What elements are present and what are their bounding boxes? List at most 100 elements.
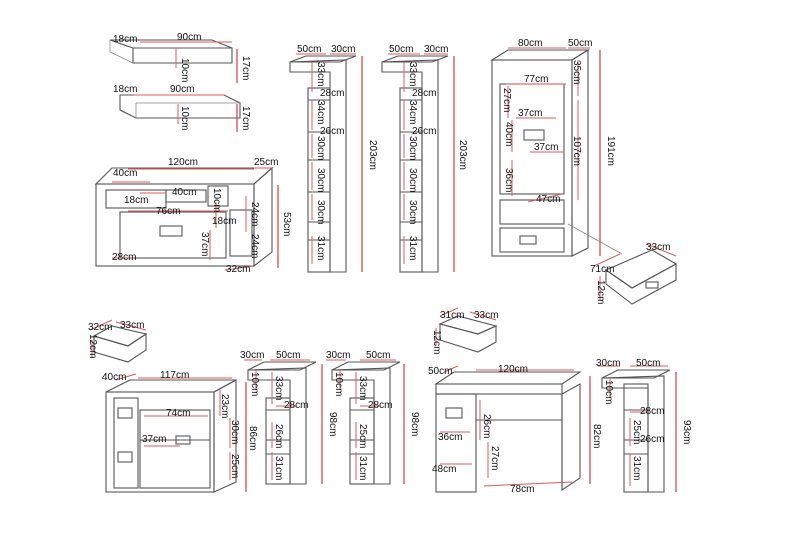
wardrobe-hang-label: 107cm	[571, 136, 582, 166]
lsb-s1-label: 10cm	[333, 372, 344, 396]
corner-shelf: 30cm 50cm 10cm 28cm 25cm 26cm 31cm 93cm	[596, 358, 692, 493]
tsa-s8-label: 31cm	[315, 236, 326, 260]
sideboard-inner-w-label: 74cm	[166, 408, 190, 419]
tv-inner-right-label: 18cm	[212, 216, 236, 227]
tv-drawer-height-label: 37cm	[199, 232, 210, 256]
desk-depth-label: 50cm	[428, 366, 452, 377]
shelf-bottom-side-label: 17cm	[240, 106, 251, 130]
wardrobe-drawer-w-label: 47cm	[536, 194, 560, 205]
tsb-s6-label: 30cm	[407, 168, 418, 192]
desk-drawer-h-label: 26cm	[481, 414, 492, 438]
sdrawer-width-label: 33cm	[120, 320, 144, 331]
lsa-s5-label: 31cm	[273, 456, 284, 480]
wardrobe-total-label: 191cm	[605, 136, 616, 166]
tsa-s1-label: 33cm	[315, 62, 326, 86]
desk-leg-h-label: 27cm	[489, 446, 500, 470]
tv-overall-height-label: 53cm	[281, 212, 292, 236]
lsa-s3-label: 28cm	[284, 400, 308, 411]
sideboard-top-gap-label: 23cm	[219, 394, 230, 418]
corner-s3b-label: 26cm	[640, 434, 664, 445]
tsa-s2-label: 28cm	[320, 88, 344, 99]
tsb-top-w-label: 50cm	[389, 44, 413, 55]
wardrobe-lower-label: 36cm	[503, 168, 514, 192]
tsb-s1-label: 33cm	[407, 62, 418, 86]
tsb-s4-label: 26cm	[412, 126, 436, 137]
lsb-top-d-label: 30cm	[326, 350, 350, 361]
tsa-top-d-label: 30cm	[331, 44, 355, 55]
corner-top-d-label: 30cm	[596, 358, 620, 369]
tv-mid-left-label: 40cm	[172, 187, 196, 198]
desk-bottom-w-label: 78cm	[510, 484, 534, 495]
sdrawer-depth-label: 32cm	[88, 322, 112, 333]
lsb-s2-label: 33cm	[357, 376, 368, 400]
tsb-s3-label: 34cm	[407, 100, 418, 124]
tsa-s4-label: 26cm	[320, 126, 344, 137]
sideboard-mid-label: 30cm	[229, 420, 240, 444]
ddrawer-depth-label: 31cm	[440, 310, 464, 321]
wardrobe-inner-w2-label: 37cm	[518, 108, 542, 119]
lsa-s1-label: 10cm	[249, 372, 260, 396]
desk-height-label: 82cm	[591, 424, 602, 448]
tsb-total-label: 203cm	[457, 140, 468, 170]
shelf-top-side-label: 17cm	[240, 56, 251, 80]
tall-shelf-a: 50cm 30cm 33cm 28cm 34cm 26cm 30cm 30cm …	[289, 44, 378, 273]
desk-width-label: 120cm	[498, 364, 528, 375]
tv-top-left-label: 40cm	[113, 168, 137, 179]
wdrawer-height-label: 12cm	[595, 280, 606, 304]
sideboard-inner-w2-label: 37cm	[142, 434, 166, 445]
lsa-total-label: 98cm	[327, 412, 338, 436]
sideboard: 40cm 117cm 23cm 74cm 30cm 86cm 37cm 25cm	[102, 370, 258, 493]
corner-s3-label: 25cm	[631, 420, 642, 444]
tv-inner-width-label: 76cm	[156, 206, 180, 217]
tall-shelf-b: 50cm 30cm 33cm 28cm 34cm 26cm 30cm 30cm …	[381, 44, 468, 273]
low-shelf-b: 30cm 50cm 10cm 33cm 28cm 25cm 31cm 98cm	[326, 350, 420, 485]
wardrobe: 80cm 50cm 35cm 77cm 27cm 37cm 40cm 107cm…	[490, 38, 623, 257]
sideboard-width-label: 117cm	[160, 370, 189, 381]
sideboard-total-label: 86cm	[247, 426, 258, 450]
tsb-s8-label: 31cm	[407, 236, 418, 260]
wdrawer-depth-label: 33cm	[646, 242, 670, 253]
tsa-s7-label: 30cm	[315, 200, 326, 224]
shelf-top-depth-label: 18cm	[113, 34, 137, 45]
tsa-s6-label: 30cm	[315, 168, 326, 192]
ddrawer-height-label: 12cm	[431, 330, 442, 354]
wardrobe-shelf-label: 27cm	[501, 88, 512, 112]
wardrobe-depth-label: 50cm	[568, 38, 592, 49]
lsa-s2-label: 33cm	[273, 376, 284, 400]
shelf-top-width-label: 90cm	[177, 32, 201, 43]
tv-width-label: 120cm	[168, 157, 198, 168]
wdrawer-width-label: 71cm	[590, 264, 614, 275]
tv-unit: 40cm 120cm 25cm 40cm 10cm 18cm 76cm 18cm…	[94, 157, 292, 275]
ddrawer-width-label: 33cm	[474, 310, 498, 321]
sideboard-depth-label: 40cm	[102, 372, 126, 383]
lsa-s4-label: 26cm	[273, 424, 284, 448]
corner-s1-label: 10cm	[603, 380, 614, 404]
sideboard-bottom-label: 25cm	[229, 454, 240, 478]
wardrobe-drawer: 33cm 71cm 12cm	[590, 242, 678, 305]
tv-base-depth-label: 32cm	[226, 264, 250, 275]
lsb-total-label: 98cm	[409, 412, 420, 436]
shelf-top-height-label: 10cm	[179, 58, 190, 82]
tv-mid-right-label: 10cm	[211, 188, 222, 212]
wardrobe-inner-w-label: 77cm	[524, 74, 548, 85]
corner-top-w-label: 50cm	[636, 358, 660, 369]
tsb-s5-label: 30cm	[407, 136, 418, 160]
tv-right-height-label: 24cm	[249, 202, 260, 226]
wardrobe-width-label: 80cm	[518, 38, 542, 49]
lsa-top-w-label: 50cm	[276, 350, 300, 361]
sdrawer-height-label: 12cm	[87, 334, 98, 358]
lsb-s4-label: 25cm	[357, 424, 368, 448]
tsb-s7-label: 30cm	[407, 200, 418, 224]
corner-total-label: 93cm	[681, 420, 692, 444]
tsa-total-label: 203cm	[367, 140, 378, 170]
lsb-top-w-label: 50cm	[366, 350, 390, 361]
lsb-s5-label: 31cm	[357, 456, 368, 480]
shelf-bottom-width-label: 90cm	[170, 84, 194, 95]
lsb-s3-label: 28cm	[368, 400, 392, 411]
desk-side-label: 36cm	[438, 432, 462, 443]
tv-lower-right-label: 24cm	[249, 234, 260, 258]
low-shelf-a: 30cm 50cm 10cm 33cm 28cm 26cm 31cm 98cm	[240, 350, 338, 485]
wardrobe-height-inner-label: 40cm	[503, 122, 514, 146]
tv-depth-label: 25cm	[254, 157, 278, 168]
